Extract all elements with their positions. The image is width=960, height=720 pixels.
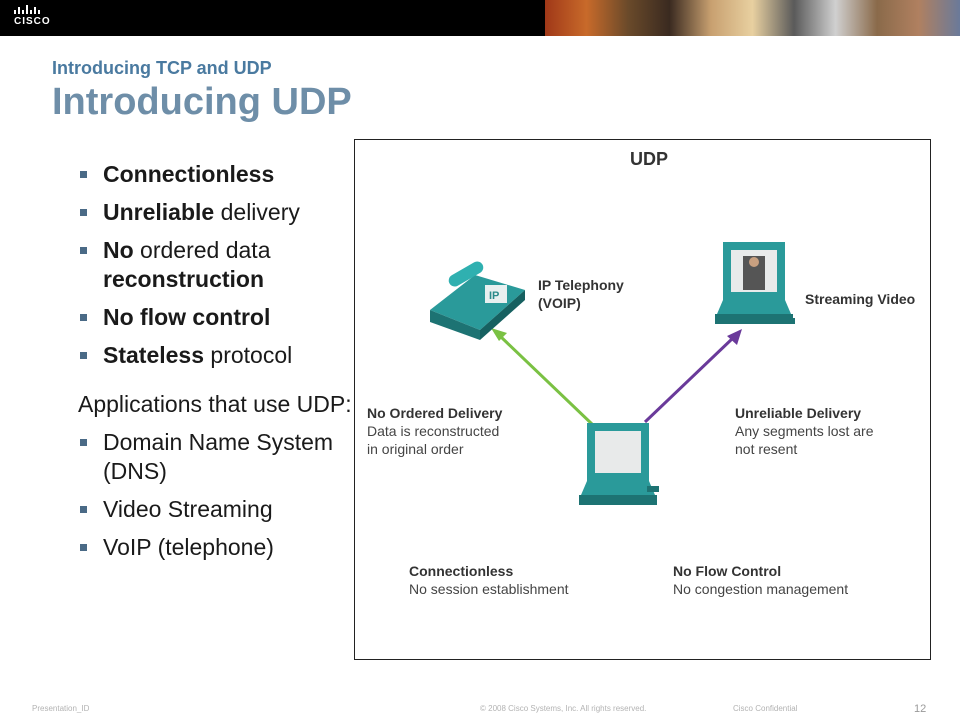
footer-copyright: © 2008 Cisco Systems, Inc. All rights re… xyxy=(480,704,647,713)
phone-badge: IP xyxy=(489,290,499,302)
arrow-to-phone xyxy=(498,334,595,427)
bullet-stateless: Stateless protocol xyxy=(78,341,358,370)
arrow-to-video xyxy=(643,336,735,424)
arrow-head-video xyxy=(727,329,742,345)
cisco-logo-text: CISCO xyxy=(14,16,51,27)
footer-confidential: Cisco Confidential xyxy=(733,704,798,713)
ip-phone-icon xyxy=(430,261,525,340)
bullet-unreliable: Unreliable delivery xyxy=(78,198,358,227)
video-label: Streaming Video xyxy=(805,291,916,307)
center-computer-icon xyxy=(579,423,659,505)
diagram-title: UDP xyxy=(630,149,669,169)
header-photo-strip xyxy=(545,0,960,36)
page-number: 12 xyxy=(914,703,927,715)
diagram-graphics: IP xyxy=(430,242,795,505)
app-item-dns: Domain Name System (DNS) xyxy=(78,428,358,486)
app-item-voip: VoIP (telephone) xyxy=(78,533,358,562)
udp-diagram: UDP IP xyxy=(354,139,931,660)
bullet-no-flow-control: No flow control xyxy=(78,303,358,332)
slide-subtitle: Introducing TCP and UDP xyxy=(52,58,272,78)
bullet-connectionless: Connectionless xyxy=(78,160,358,189)
app-item-video: Video Streaming xyxy=(78,495,358,524)
phone-label: IP Telephony(VOIP) xyxy=(538,277,624,311)
cisco-logo-icon xyxy=(14,5,40,14)
header-bar: CISCO xyxy=(0,0,960,36)
streaming-video-monitor-icon xyxy=(715,242,795,324)
footer-presentation-id: Presentation_ID xyxy=(32,704,90,713)
arrow-head-phone xyxy=(491,328,507,341)
bullet-list: Connectionless Unreliable delivery No or… xyxy=(78,160,358,571)
bullet-no-ordered: No ordered data reconstruction xyxy=(78,236,358,294)
apps-heading: Applications that use UDP: xyxy=(78,391,352,417)
slide-title: Introducing UDP xyxy=(52,81,352,123)
